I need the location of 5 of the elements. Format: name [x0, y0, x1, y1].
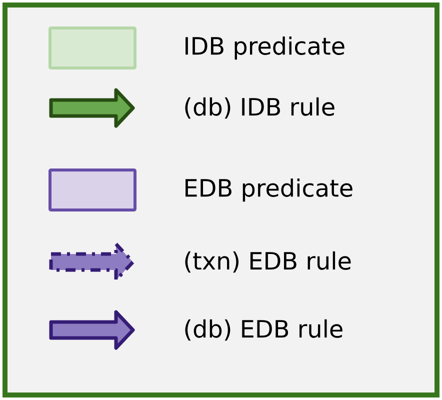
legend-label: (db) IDB rule: [185, 97, 334, 119]
legend-label: (txn) EDB rule: [185, 251, 351, 273]
legend-label: IDB predicate: [186, 36, 344, 60]
legend-label: EDB predicate: [186, 178, 352, 202]
legend-label: (db) EDB rule: [185, 319, 342, 341]
